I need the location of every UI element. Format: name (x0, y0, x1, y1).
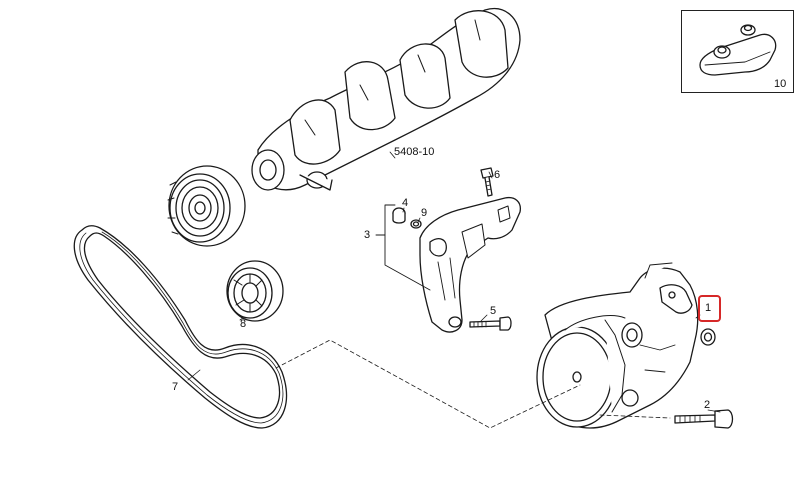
highlight-box (698, 295, 721, 322)
callout-1: 1 (705, 302, 712, 314)
bolt-upper[interactable] (481, 168, 493, 196)
callout-7: 7 (172, 381, 179, 393)
inset-frame (681, 10, 794, 93)
callout-8: 8 (240, 318, 247, 330)
bolt-bracket[interactable] (470, 317, 511, 330)
drive-belt[interactable] (74, 226, 286, 428)
reference-lines (276, 340, 670, 428)
inset-mount[interactable] (700, 25, 776, 75)
callout-4: 4 (402, 197, 409, 209)
bolt-compressor[interactable] (675, 410, 733, 428)
o-ring[interactable] (411, 220, 421, 228)
callout-10: 10 (774, 78, 787, 90)
callout-3: 3 (364, 229, 371, 241)
callout-6: 6 (494, 169, 501, 181)
callout-2: 2 (704, 399, 711, 411)
bush[interactable] (393, 208, 405, 223)
fitting-nut[interactable] (701, 329, 715, 345)
callout-9: 9 (421, 207, 428, 219)
leader-lines (188, 152, 720, 412)
callout-5: 5 (490, 305, 497, 317)
crankshaft[interactable] (252, 9, 520, 190)
idler-pulley[interactable] (227, 261, 283, 321)
compressor-bracket[interactable] (420, 198, 520, 332)
crankshaft-pulley[interactable] (168, 166, 245, 246)
crankshaft-ref-label: 5408-10 (394, 146, 435, 158)
ac-compressor[interactable] (537, 263, 698, 428)
